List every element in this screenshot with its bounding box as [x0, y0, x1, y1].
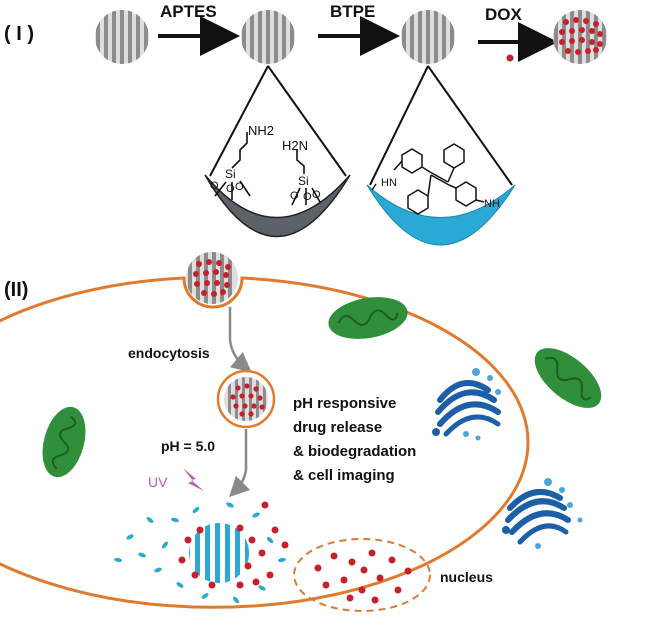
particle-fragments	[114, 502, 286, 604]
aptes-si-label-1: Si	[225, 167, 236, 181]
golgi-apparatus-2	[502, 478, 583, 549]
release-text-line-4: & cell imaging	[293, 467, 395, 484]
cell-membrane	[0, 276, 530, 609]
uv-label: UV	[148, 474, 168, 490]
aptes-amine-label-2: H2N	[282, 138, 308, 153]
nucleus-label: nucleus	[440, 569, 493, 585]
endosome	[216, 369, 276, 429]
svg-text:O: O	[210, 180, 219, 192]
endocytosis-arrow	[228, 307, 252, 373]
mitochondrion-3	[42, 406, 86, 478]
btpe-hn-label: HN	[381, 177, 397, 189]
endocytosis-label: endocytosis	[128, 345, 210, 361]
btpe-surface-bowl	[366, 184, 516, 246]
release-text-line-2: drug release	[293, 419, 382, 436]
svg-text:O: O	[226, 183, 235, 195]
step-label-aptes: APTES	[160, 2, 217, 21]
dox-loaded-particle	[553, 10, 607, 64]
release-text-line-1: pH responsive	[293, 395, 396, 412]
aptes-si-label-2: Si	[298, 174, 309, 188]
aptes-surface-bowl	[204, 174, 351, 238]
silica-particle-3	[401, 10, 455, 64]
mitochondrion-1	[328, 297, 408, 339]
dox-dots	[559, 17, 603, 55]
endocytosing-particle	[186, 252, 238, 304]
step-label-btpe: BTPE	[330, 2, 375, 21]
svg-text:O: O	[303, 191, 312, 203]
ph-degradation-arrow	[228, 429, 251, 498]
btpe-nh-label: NH	[484, 198, 500, 210]
golgi-apparatus-1	[432, 368, 501, 441]
panel-2-label: (II)	[4, 279, 28, 301]
mitochondrion-2	[534, 348, 602, 408]
silica-particle-1	[95, 10, 149, 64]
dox-molecule-icon	[506, 54, 514, 62]
btpe-zoom-cone	[369, 65, 513, 186]
nucleus	[293, 538, 431, 612]
panel-1-label: ( I )	[4, 23, 34, 45]
svg-text:O: O	[290, 190, 299, 202]
silica-particle-2	[241, 10, 295, 64]
aptes-structure	[214, 132, 321, 206]
released-dox	[178, 501, 289, 589]
ph-label: pH = 5.0	[161, 438, 215, 454]
btpe-structure	[371, 143, 485, 215]
aptes-zoom-cone	[209, 65, 347, 177]
release-text-line-3: & biodegradation	[293, 443, 416, 460]
svg-text:O: O	[312, 189, 321, 201]
uv-lightning-icon	[183, 468, 204, 491]
degrading-particle	[189, 523, 249, 583]
aptes-amine-label-1: NH2	[248, 123, 274, 138]
step-label-dox: DOX	[485, 5, 523, 24]
svg-text:O: O	[235, 181, 244, 193]
nucleus-dox	[314, 549, 412, 604]
